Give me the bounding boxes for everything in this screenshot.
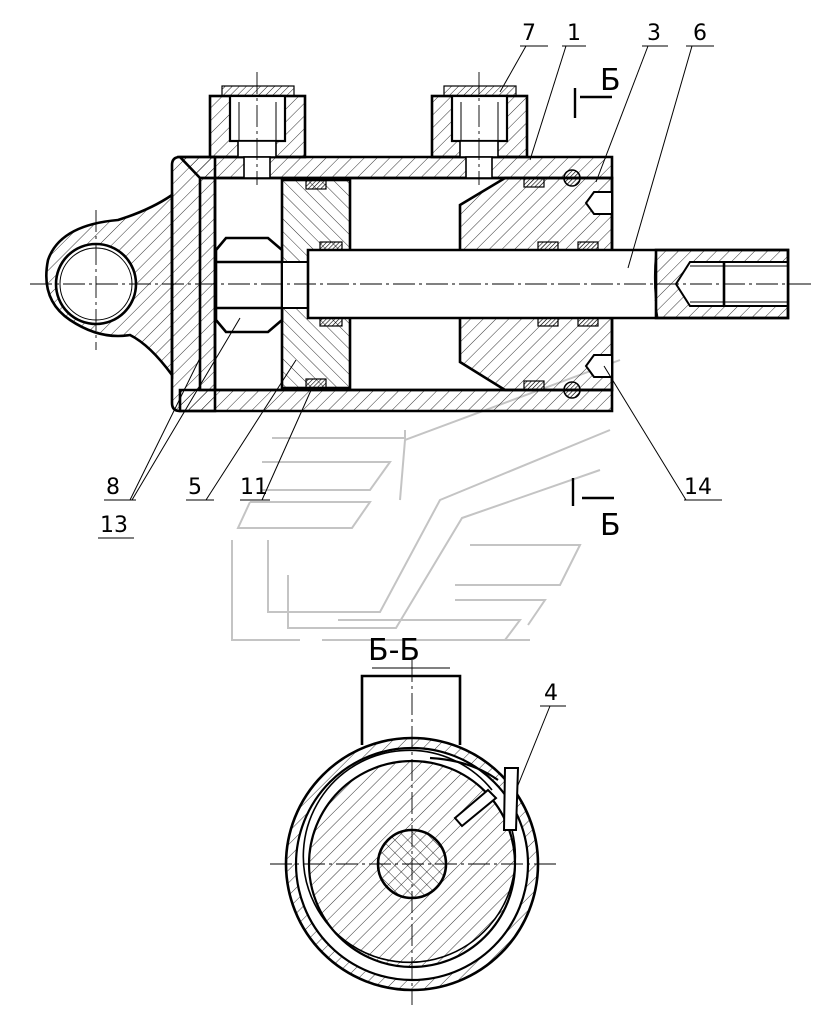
retaining-ring [429,756,499,781]
port-left [208,85,307,179]
cylinder-wall-bottom [178,388,614,413]
callout-3: 3 [647,21,661,46]
callout-1: 1 [567,21,581,46]
section-title: Б-Б [368,633,420,668]
port-right [430,85,529,179]
piston-seal-bottom [305,378,327,389]
ghost-outlines [231,359,621,641]
cylinder-end-cap [170,155,217,413]
callout-4: 4 [544,681,558,706]
cylinder-body [30,72,815,413]
callout-8: 8 [106,475,120,500]
callout-6: 6 [693,21,707,46]
callouts: 7 1 3 6 8 13 5 11 14 4 [98,21,722,801]
section-letter-bottom: Б [600,508,621,543]
section-letter-top: Б [600,63,621,98]
callout-5: 5 [188,475,202,500]
section-view-b-b: Б-Б [270,633,556,1005]
callout-7: 7 [522,21,536,46]
callout-11: 11 [240,475,268,500]
piston-seal-top [305,179,327,190]
piston-nut [214,236,284,334]
section-cut-top: Б [573,63,621,118]
callout-14: 14 [684,475,712,500]
section-cut-bottom: Б [571,478,621,543]
callout-13: 13 [100,513,128,538]
